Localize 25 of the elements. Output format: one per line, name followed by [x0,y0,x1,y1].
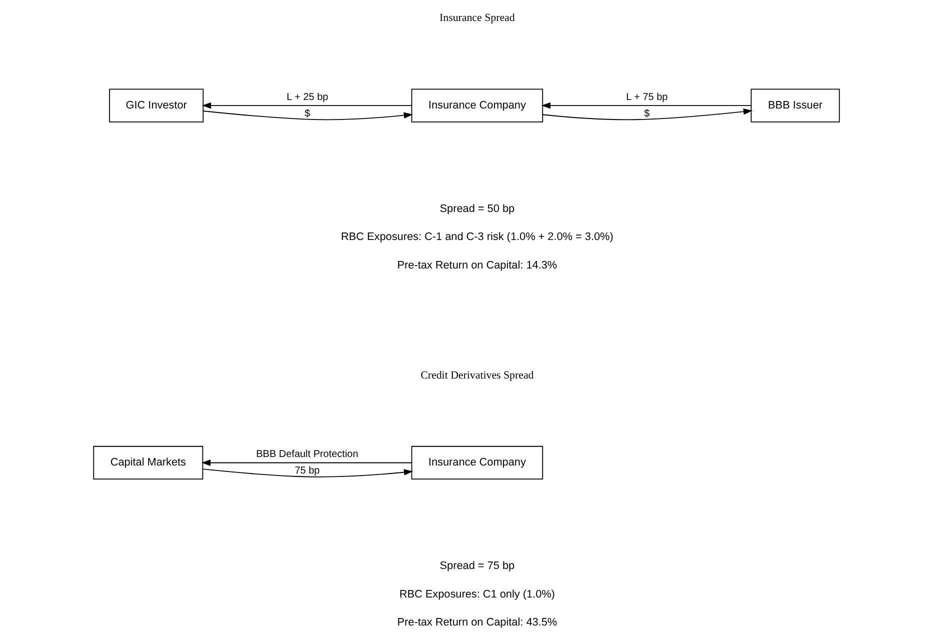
arrow [202,468,413,478]
label: Spread = 50 bp [439,202,514,215]
arrow [202,110,412,120]
edge-label: BBB Default Protection [256,449,358,460]
node-box: GIC Investor [108,88,204,122]
label: RBC Exposures: C1 only (1.0%) [398,588,554,600]
arrow [201,102,412,109]
label: Pre-tax Return on Capital: 14.3% [396,259,557,272]
arrow [542,108,752,120]
arrow [540,102,751,109]
node-box: BBB Issuer [750,88,840,122]
label: Pre-tax Return on Capital: 43.5% [396,616,557,629]
edge-label: L + 25 bp [286,92,328,103]
label: Credit Derivatives Spread [420,369,534,382]
arrow [200,460,412,466]
edge-label: $ [644,108,650,120]
label: Insurance Spread [439,12,514,24]
label: Spread = 75 bp [439,560,514,572]
edge-label: L + 75 bp [626,92,668,103]
node-box: Capital Markets [92,446,203,480]
label: RBC Exposures: C-1 and C-3 risk (1.0% + 2.0% = 3.0%) [340,231,613,244]
edge-label: $ [304,108,310,120]
edge-label: 75 bp [294,465,320,476]
node-box: Insurance Company [410,88,543,122]
node-box: Insurance Company [410,446,543,480]
